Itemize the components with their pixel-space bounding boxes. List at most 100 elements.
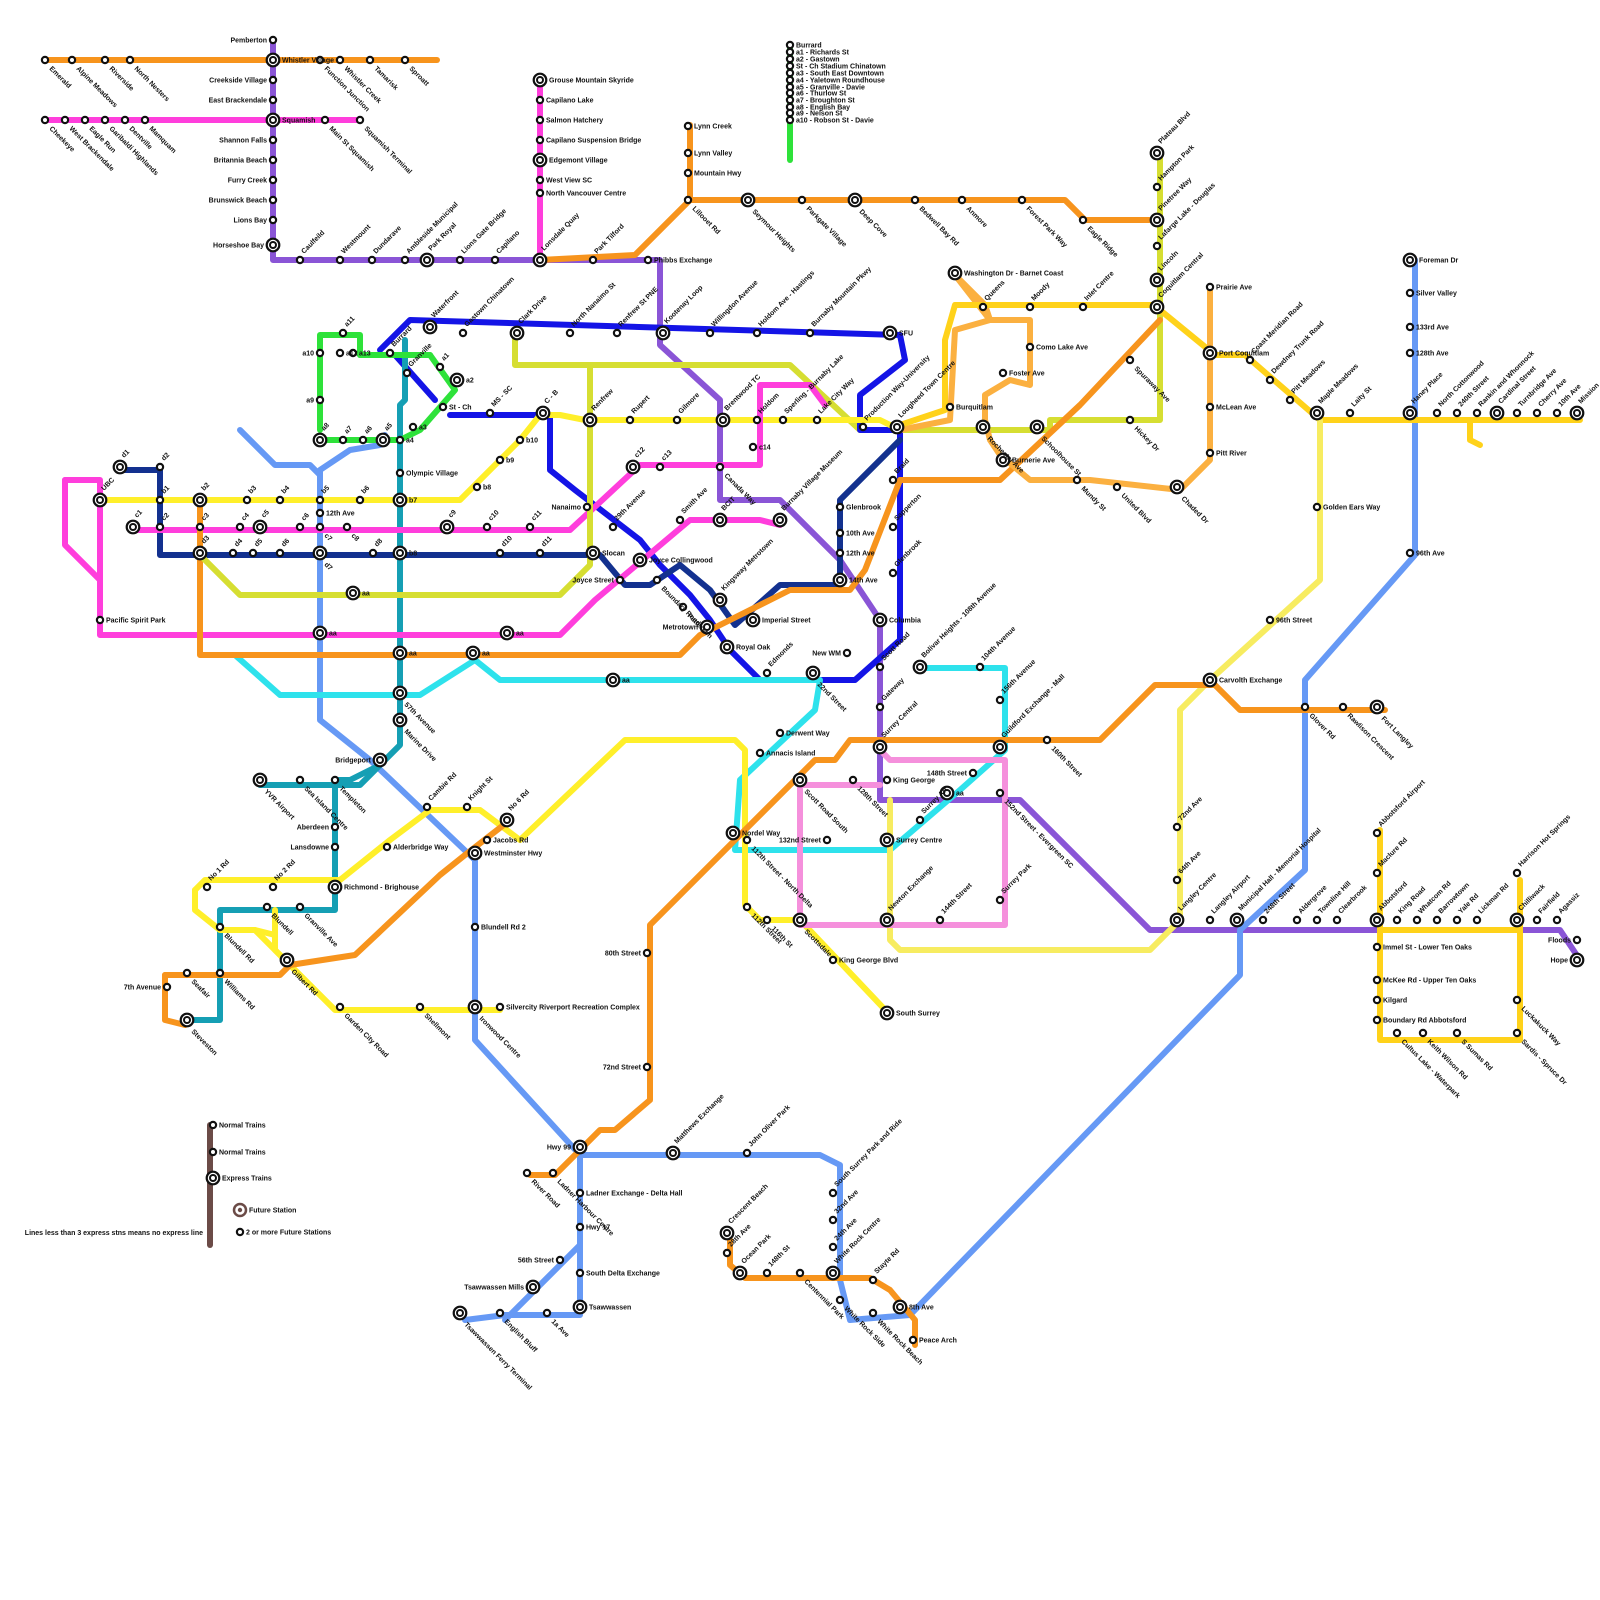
station-marker[interactable] (949, 267, 962, 280)
station-marker[interactable] (645, 257, 651, 263)
station-marker[interactable] (537, 137, 543, 143)
station-marker[interactable] (1311, 407, 1324, 420)
station-marker[interactable] (344, 524, 350, 530)
station-marker[interactable] (717, 414, 730, 427)
station-marker[interactable] (69, 57, 75, 63)
station-marker[interactable] (384, 844, 390, 850)
station-marker[interactable] (357, 117, 363, 123)
station-marker[interactable] (394, 494, 407, 507)
station-marker[interactable] (860, 424, 866, 430)
station-marker[interactable] (714, 594, 727, 607)
station-marker[interactable] (394, 687, 407, 700)
station-marker[interactable] (114, 461, 127, 474)
station-marker[interactable] (1491, 407, 1504, 420)
station-marker[interactable] (469, 1001, 482, 1014)
station-marker[interactable] (584, 504, 590, 510)
station-marker[interactable] (744, 1150, 750, 1156)
station-marker[interactable] (1207, 404, 1213, 410)
station-marker[interactable] (317, 510, 323, 516)
station-marker[interactable] (297, 524, 303, 530)
station-marker[interactable] (834, 574, 847, 587)
station-marker[interactable] (627, 417, 633, 423)
station-marker[interactable] (1434, 410, 1440, 416)
station-marker[interactable] (181, 1014, 194, 1027)
station-marker[interactable] (377, 434, 390, 447)
station-marker[interactable] (421, 254, 434, 267)
station-marker[interactable] (277, 550, 283, 556)
station-marker[interactable] (1027, 304, 1033, 310)
station-marker[interactable] (1151, 274, 1164, 287)
station-marker[interactable] (1404, 407, 1417, 420)
station-marker[interactable] (537, 407, 550, 420)
station-marker[interactable] (764, 1270, 770, 1276)
station-marker[interactable] (977, 664, 983, 670)
station-marker[interactable] (402, 257, 408, 263)
station-marker[interactable] (717, 464, 723, 470)
station-marker[interactable] (157, 497, 163, 503)
station-marker[interactable] (870, 1277, 876, 1283)
station-marker[interactable] (42, 57, 48, 63)
station-marker[interactable] (1019, 197, 1025, 203)
station-marker[interactable] (1407, 350, 1413, 356)
station-marker[interactable] (997, 697, 1003, 703)
station-marker[interactable] (830, 1244, 836, 1250)
station-marker[interactable] (527, 524, 533, 530)
station-marker[interactable] (270, 77, 276, 83)
station-marker[interactable] (317, 397, 323, 403)
station-marker[interactable] (1534, 410, 1540, 416)
station-marker[interactable] (1414, 917, 1420, 923)
station-marker[interactable] (877, 664, 883, 670)
station-marker[interactable] (914, 661, 927, 674)
station-marker[interactable] (484, 837, 490, 843)
station-marker[interactable] (357, 497, 363, 503)
station-marker[interactable] (837, 504, 843, 510)
station-marker[interactable] (667, 1147, 680, 1160)
station-marker[interactable] (959, 197, 965, 203)
station-marker[interactable] (1474, 410, 1480, 416)
station-marker[interactable] (397, 437, 403, 443)
station-marker[interactable] (654, 577, 660, 583)
station-marker[interactable] (1554, 410, 1560, 416)
station-marker[interactable] (250, 550, 256, 556)
station-marker[interactable] (685, 150, 691, 156)
station-marker[interactable] (537, 177, 543, 183)
station-marker[interactable] (1374, 997, 1380, 1003)
station-marker[interactable] (451, 374, 464, 387)
station-marker[interactable] (890, 570, 896, 576)
station-marker[interactable] (970, 770, 976, 776)
station-marker[interactable] (474, 484, 480, 490)
station-marker[interactable] (977, 421, 990, 434)
station-marker[interactable] (577, 1224, 583, 1230)
station-marker[interactable] (1514, 410, 1520, 416)
station-marker[interactable] (744, 904, 750, 910)
station-marker[interactable] (374, 754, 387, 767)
station-marker[interactable] (550, 1170, 556, 1176)
station-marker[interactable] (721, 641, 734, 654)
station-marker[interactable] (537, 97, 543, 103)
station-marker[interactable] (297, 257, 303, 263)
station-marker[interactable] (197, 524, 203, 530)
station-marker[interactable] (824, 837, 830, 843)
station-marker[interactable] (234, 1204, 246, 1216)
station-marker[interactable] (1314, 917, 1320, 923)
station-marker[interactable] (577, 1270, 583, 1276)
station-marker[interactable] (62, 117, 68, 123)
station-marker[interactable] (1474, 917, 1480, 923)
station-marker[interactable] (884, 327, 897, 340)
station-marker[interactable] (1302, 704, 1308, 710)
station-marker[interactable] (807, 330, 813, 336)
station-marker[interactable] (441, 521, 454, 534)
station-marker[interactable] (340, 437, 346, 443)
station-marker[interactable] (644, 950, 650, 956)
station-marker[interactable] (814, 417, 820, 423)
station-marker[interactable] (1247, 357, 1253, 363)
station-marker[interactable] (627, 461, 640, 474)
station-marker[interactable] (1171, 914, 1184, 927)
station-marker[interactable] (714, 514, 727, 527)
station-marker[interactable] (707, 330, 713, 336)
station-marker[interactable] (1514, 997, 1520, 1003)
station-marker[interactable] (402, 57, 408, 63)
station-marker[interactable] (870, 1310, 876, 1316)
station-marker[interactable] (1174, 877, 1180, 883)
station-marker[interactable] (270, 97, 276, 103)
